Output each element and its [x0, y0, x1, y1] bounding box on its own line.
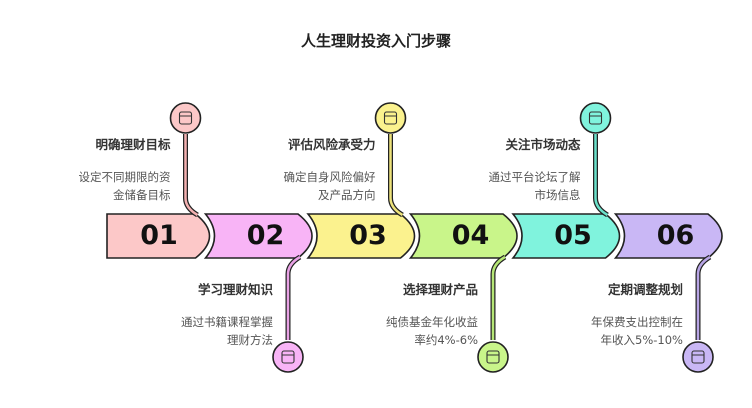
step-number: 04	[451, 220, 490, 251]
desc-line: 通过书籍课程掌握	[181, 315, 273, 329]
desc-line: 确定自身风险偏好	[283, 170, 376, 184]
desc-line: 及产品方向	[318, 188, 376, 202]
step-description: 纯债基金年化收益率约4%-6%	[386, 313, 478, 349]
desc-line: 年收入5%-10%	[600, 333, 683, 347]
step-number: 03	[349, 220, 387, 251]
step-title: 关注市场动态	[505, 137, 581, 152]
desc-line: 金储备目标	[113, 188, 171, 202]
step-description: 设定不同期限的资金储备目标	[79, 168, 171, 204]
step-title: 学习理财知识	[197, 282, 273, 297]
step-description: 通过平台论坛了解市场信息	[489, 168, 581, 204]
step-description: 通过书籍课程掌握理财方法	[181, 313, 273, 349]
desc-line: 设定不同期限的资	[78, 170, 171, 184]
step-title: 评估风险承受力	[287, 137, 376, 152]
step-number: 06	[656, 220, 695, 251]
adjust-icon	[682, 341, 714, 373]
desc-line: 理财方法	[227, 333, 273, 347]
step-title: 选择理财产品	[402, 282, 478, 297]
calendar-money-icon	[169, 102, 202, 134]
desc-line: 通过平台论坛了解	[488, 170, 581, 184]
eye-icon	[579, 102, 612, 134]
step-number: 02	[246, 220, 285, 251]
diagram-title: 人生理财投资入门步骤	[300, 32, 451, 50]
plant-icon	[374, 102, 407, 134]
desc-line: 年保费支出控制在	[591, 315, 683, 329]
step-number: 01	[140, 220, 178, 251]
step-title: 定期调整规划	[607, 282, 683, 297]
step-description: 确定自身风险偏好及产品方向	[284, 168, 376, 204]
book-icon	[272, 341, 304, 373]
step-segment-05	[511, 213, 621, 259]
desc-line: 率约4%-6%	[414, 333, 478, 347]
step-description: 年保费支出控制在年收入5%-10%	[591, 313, 683, 349]
step-number: 05	[554, 220, 592, 251]
step-title: 明确理财目标	[95, 137, 171, 152]
desc-line: 纯债基金年化收益	[386, 315, 478, 329]
step-segment-03	[306, 213, 416, 259]
checklist-icon	[477, 341, 509, 373]
desc-line: 市场信息	[534, 188, 581, 202]
